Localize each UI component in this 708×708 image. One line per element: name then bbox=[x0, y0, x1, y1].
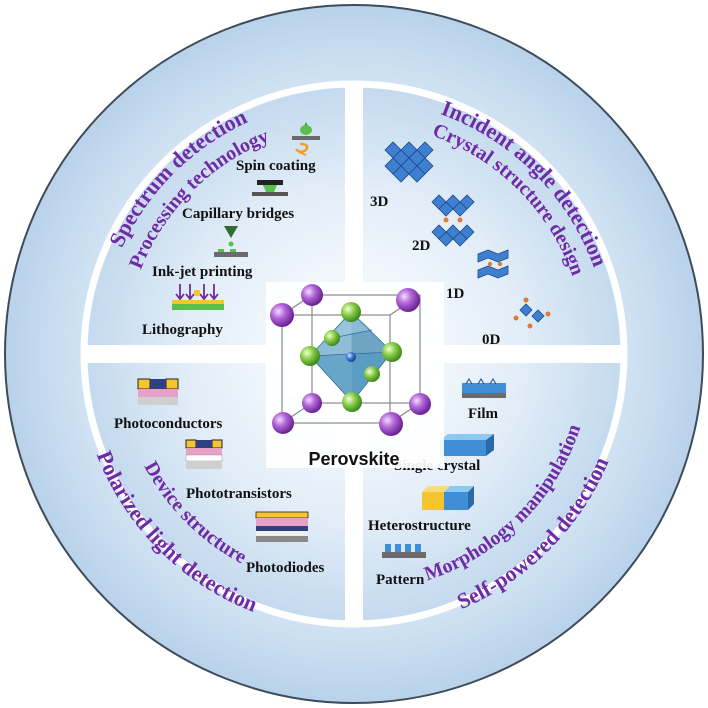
octahedron bbox=[309, 311, 393, 403]
lattice-2d-icon bbox=[431, 194, 475, 247]
x-site-atom bbox=[324, 330, 340, 346]
perovskite-structure bbox=[266, 282, 444, 468]
label-photoconductors: Photoconductors bbox=[114, 416, 222, 432]
photoconductor-icon bbox=[137, 378, 179, 405]
x-site-atom bbox=[364, 366, 380, 382]
heterostructure-icon bbox=[422, 486, 474, 510]
photodiode-icon bbox=[255, 511, 309, 542]
x-site-atom bbox=[300, 346, 320, 366]
single-crystal-icon bbox=[440, 434, 494, 456]
a-site-atom bbox=[302, 393, 322, 413]
x-site-atom bbox=[342, 392, 362, 412]
crystal-quadrant: 3D 2D 1D 0D bbox=[370, 141, 551, 348]
center-label-perovskite: Perovskite bbox=[308, 449, 399, 469]
spin-coating-icon bbox=[292, 122, 320, 156]
label-phototransistors: Phototransistors bbox=[186, 486, 292, 502]
label-photodiodes: Photodiodes bbox=[246, 560, 325, 576]
label-ink-jet: Ink-jet printing bbox=[152, 264, 253, 280]
device-quadrant: Photoconductors Phototransistors Photodi… bbox=[114, 378, 325, 576]
label-0d: 0D bbox=[482, 332, 501, 348]
a-site-atom bbox=[379, 412, 403, 436]
x-site-atom bbox=[382, 342, 402, 362]
lithography-icon bbox=[172, 284, 224, 310]
label-spin-coating: Spin coating bbox=[236, 158, 316, 174]
label-3d: 3D bbox=[370, 194, 389, 210]
capillary-bridges-icon bbox=[252, 180, 288, 196]
label-pattern: Pattern bbox=[376, 572, 425, 588]
label-1d: 1D bbox=[446, 286, 465, 302]
film-icon bbox=[462, 378, 506, 398]
b-site-atom bbox=[346, 352, 356, 362]
a-site-atom bbox=[301, 284, 323, 306]
label-lithography: Lithography bbox=[142, 322, 223, 338]
a-site-atom bbox=[270, 303, 294, 327]
pattern-icon bbox=[382, 544, 426, 558]
a-site-atom bbox=[396, 288, 420, 312]
x-site-atom bbox=[341, 302, 361, 322]
ink-jet-icon bbox=[214, 226, 248, 257]
a-site-atom bbox=[272, 412, 294, 434]
processing-quadrant: Spin coating Capillary bridges Ink-jet p… bbox=[142, 122, 320, 338]
lattice-3d-icon bbox=[384, 141, 434, 183]
label-2d: 2D bbox=[412, 238, 431, 254]
lattice-1d-icon bbox=[477, 249, 509, 279]
lattice-0d-icon bbox=[513, 297, 551, 329]
morphology-quadrant: Film Single crystal Heterostructure Patt… bbox=[368, 378, 506, 588]
label-capillary-bridges: Capillary bridges bbox=[182, 206, 294, 222]
label-film: Film bbox=[468, 406, 498, 422]
phototransistor-icon bbox=[185, 439, 223, 469]
a-site-atom bbox=[409, 393, 431, 415]
label-heterostructure: Heterostructure bbox=[368, 518, 471, 534]
